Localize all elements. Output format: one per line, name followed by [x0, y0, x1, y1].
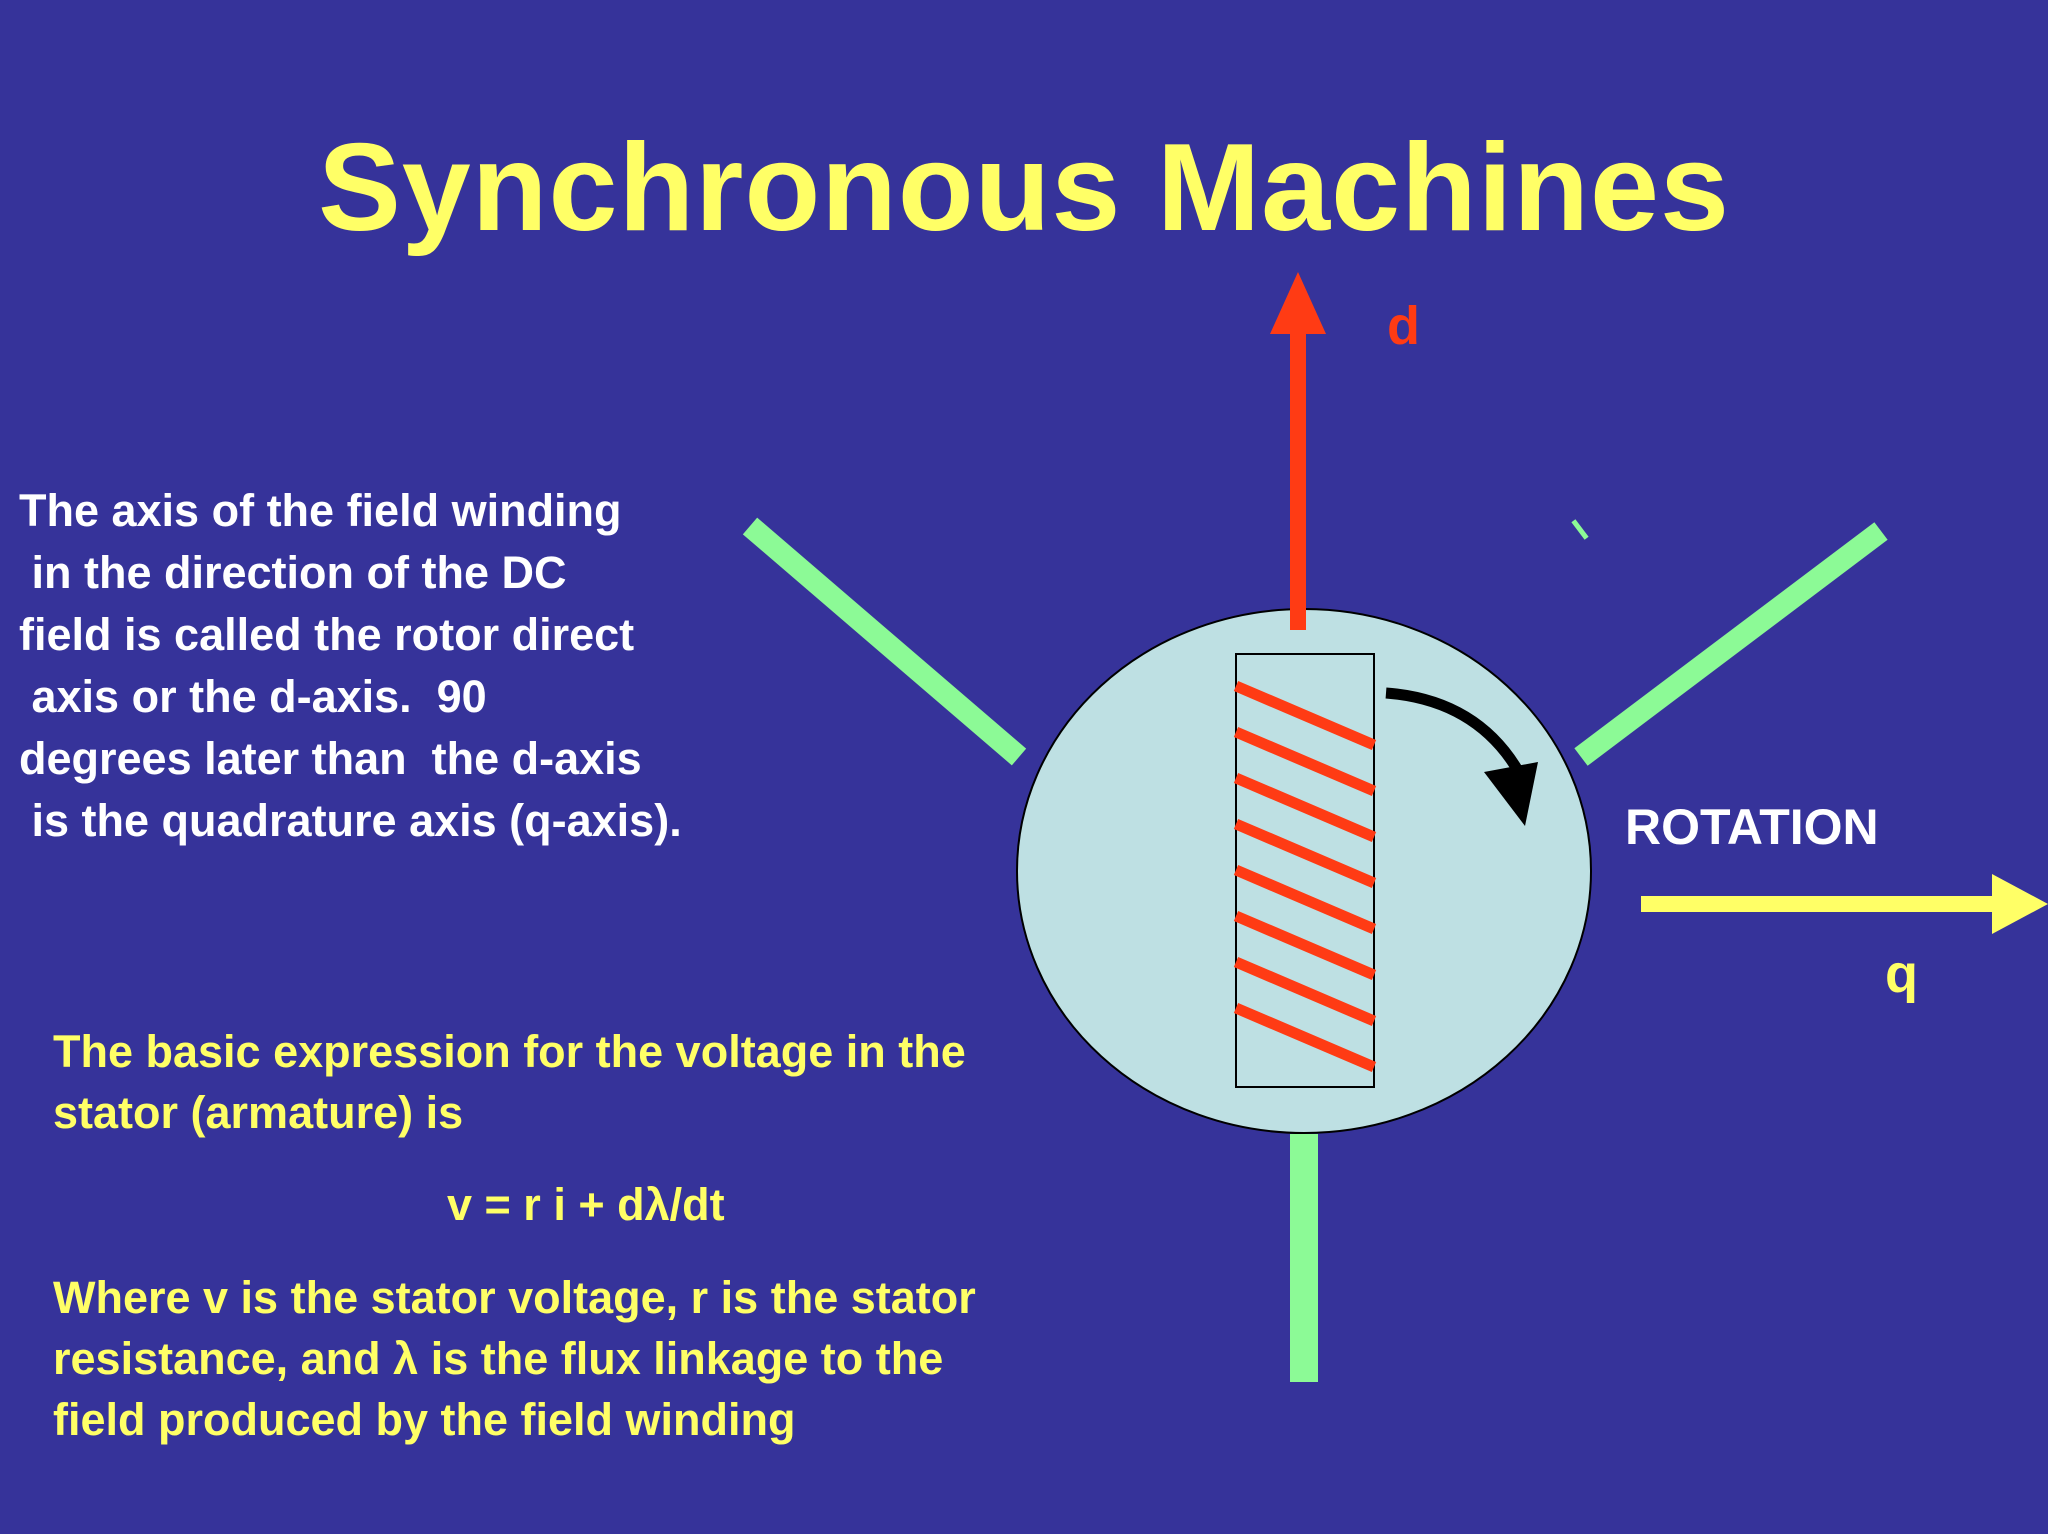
- voltage-equation: v = r i + dλ/dt: [447, 1179, 725, 1230]
- stator-bar-upper-right: [1574, 522, 1888, 766]
- rotation-label: ROTATION: [1625, 799, 1879, 855]
- voltage-intro: The basic expression for the voltage in …: [53, 1021, 966, 1143]
- voltage-explanation-line: field produced by the field winding: [53, 1394, 796, 1445]
- voltage-explanation-line: Where v is the stator voltage, r is the …: [53, 1272, 976, 1323]
- axis-description-line: field is called the rotor direct: [19, 609, 635, 660]
- axis-description-line: in the direction of the DC: [19, 547, 567, 598]
- d-axis-label: d: [1387, 296, 1420, 356]
- axis-description-line: degrees later than the d-axis: [19, 733, 642, 784]
- voltage-intro-line: stator (armature) is: [53, 1087, 464, 1138]
- stator-bar-upper-left: [742, 517, 1027, 766]
- q-axis-label: q: [1885, 944, 1918, 1004]
- slide-title: Synchronous Machines: [318, 119, 1730, 257]
- axis-description-line: The axis of the field winding: [19, 485, 622, 536]
- axis-description-line: axis or the d-axis. 90: [19, 671, 487, 722]
- d-axis-arrowhead: [1270, 272, 1326, 334]
- voltage-explanation: Where v is the stator voltage, r is the …: [53, 1267, 976, 1450]
- q-axis-arrowhead: [1992, 874, 2048, 934]
- voltage-intro-line: The basic expression for the voltage in …: [53, 1026, 966, 1077]
- rotation-arrow-curve: [1385, 687, 1525, 777]
- axis-description: The axis of the field winding in the dir…: [19, 480, 682, 852]
- rotor: [1016, 608, 1592, 1134]
- rotation-arrowhead: [1484, 762, 1538, 826]
- axis-description-line: is the quadrature axis (q-axis).: [19, 795, 682, 846]
- stator-bar-upper-right: [1571, 519, 1589, 540]
- field-winding-coils: [1233, 680, 1377, 1073]
- voltage-explanation-line: resistance, and λ is the flux linkage to…: [53, 1333, 944, 1384]
